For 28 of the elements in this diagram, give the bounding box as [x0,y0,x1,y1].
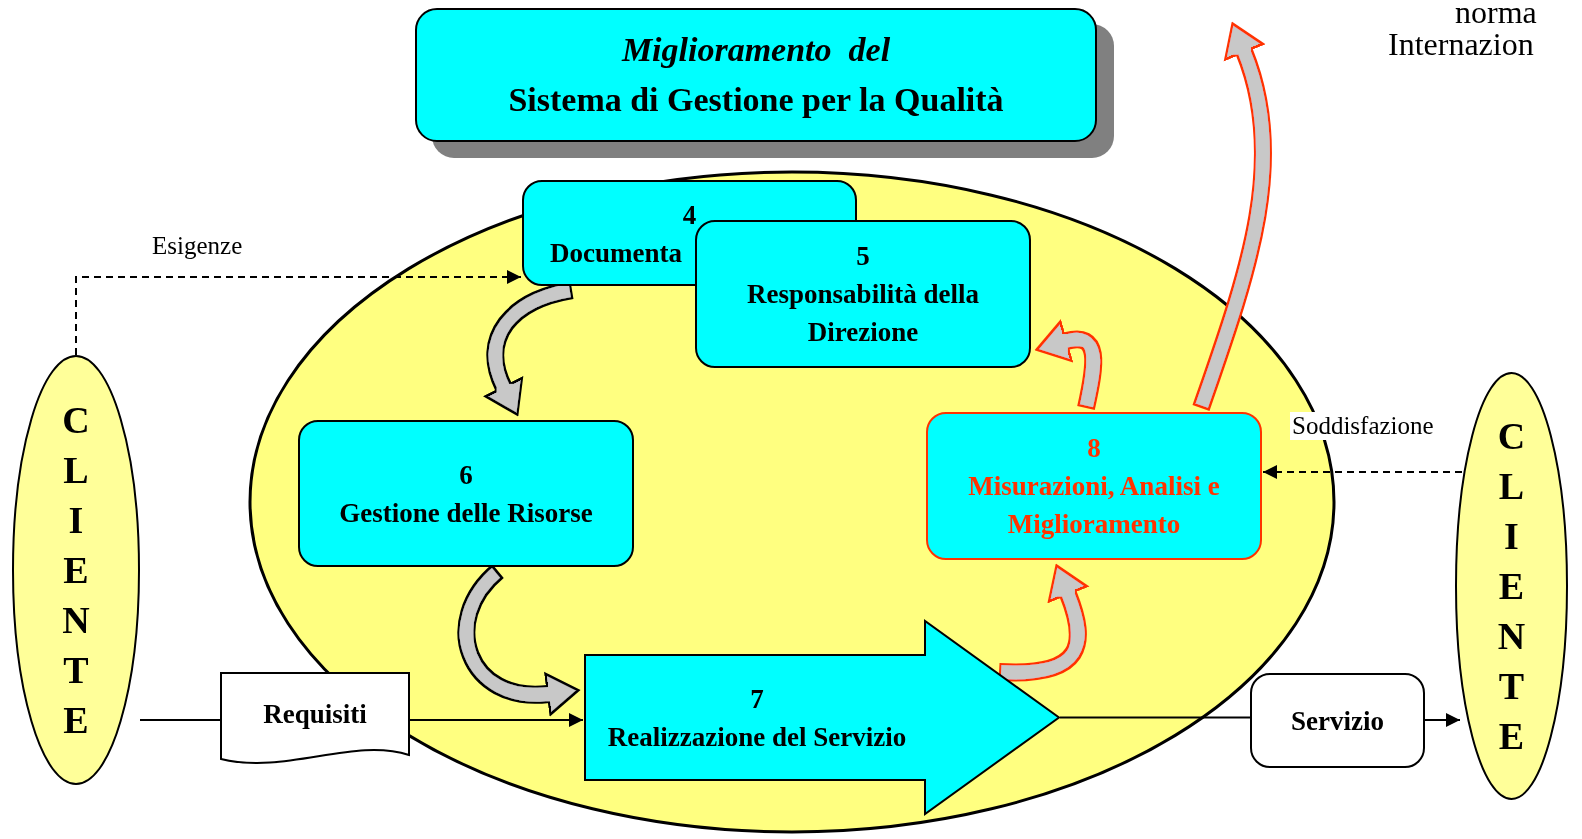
section-number: 5 [856,240,870,273]
box-label: Misurazioni, Analisi e Miglioramento [967,470,1221,541]
box-label: Documenta [550,237,682,270]
section-number: 4 [682,199,697,232]
title-heading: Sistema di Gestione per la Qualità [508,80,1004,120]
vertical-label: CLIENTE [61,398,91,743]
curved-block-arrow [1192,20,1272,411]
edge-label: Soddisfazione [1290,412,1436,440]
arrow [1424,713,1461,727]
process-box [298,420,634,567]
section-number: 7 [750,682,764,716]
arrow [409,713,584,727]
curved-block-arrow [457,564,581,717]
process-box [695,220,1031,368]
box-label: Requisiti [263,697,367,731]
arrow [1262,465,1463,479]
section-number: 6 [459,458,473,492]
title-box [415,8,1097,142]
process-box [926,412,1262,560]
section-number: 8 [1087,432,1101,465]
title-line: Miglioramento del [621,30,891,70]
box-label: Servizio [1291,704,1384,738]
arrow [75,270,522,356]
box-label: Responsabilità della Direzione [746,278,980,349]
box-label: Realizzazione del Servizio [607,720,907,754]
process-box [1250,673,1425,768]
vertical-label: CLIENTE [1496,414,1527,759]
box-label: Gestione delle Risorse [339,496,593,530]
